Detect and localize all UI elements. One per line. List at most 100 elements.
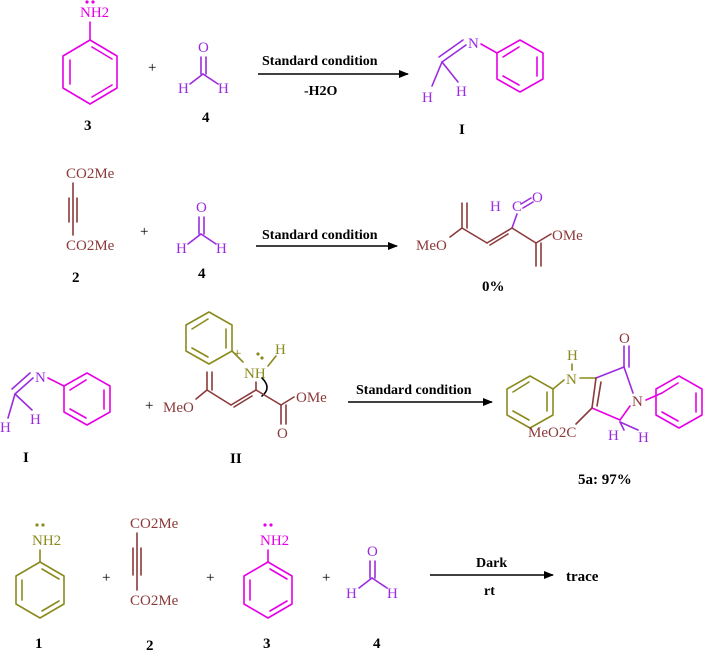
hydrogen-atom: H <box>346 586 357 602</box>
nitrogen-atom: N <box>35 370 46 386</box>
oxygen-atom: O <box>277 426 288 442</box>
yield-label: 0% <box>482 279 505 295</box>
c-o-bond <box>449 227 463 238</box>
benzene-ring <box>62 39 118 105</box>
lone-pair-dot <box>35 523 39 527</box>
c-n-double-bond <box>11 372 31 390</box>
benzene-ring <box>496 39 544 93</box>
row3-arrow: Standard condition <box>348 383 493 406</box>
n-aryl-bond <box>231 350 244 363</box>
row3-intermediate: + NH H MeO O OMe II <box>163 311 327 467</box>
hydrogen-atom: H <box>176 241 187 257</box>
ring-bond <box>619 405 631 421</box>
oxygen-atom: O <box>367 544 378 560</box>
aromatic-bond <box>191 318 209 330</box>
n-aryl-bond <box>480 43 498 54</box>
n-aryl-bond <box>645 392 663 401</box>
reaction-condition: rt <box>484 584 495 599</box>
row4-aniline-3: NH2 3 <box>243 523 293 652</box>
c-c-bond <box>511 227 537 244</box>
aromatic-bond <box>191 347 209 358</box>
c-h-wedge-bond <box>619 421 625 431</box>
row4-arrow: Dark rt trace <box>430 556 599 599</box>
n-h-bond <box>267 355 277 367</box>
c-h-bond <box>202 73 219 85</box>
c-h-bond <box>14 393 33 411</box>
c-o-bond <box>280 396 295 406</box>
hydrogen-atom: H <box>638 430 649 446</box>
aromatic-bond <box>69 408 87 419</box>
benzene-ring <box>15 561 65 619</box>
plus-sign: + <box>148 60 156 76</box>
n-aryl-bond <box>47 377 65 387</box>
compound-label: 3 <box>263 636 271 652</box>
lone-pair-dot <box>85 0 89 4</box>
aromatic-bond <box>512 410 530 421</box>
plus-sign: + <box>145 398 153 414</box>
compound-label: 3 <box>84 118 92 134</box>
ester-group: CO2Me <box>66 238 115 254</box>
c-n-double-bond <box>14 377 34 395</box>
compound-label: 2 <box>72 270 80 286</box>
c-c-bond <box>511 213 518 229</box>
c-c-bond <box>206 389 232 406</box>
row1-imine: N H H I <box>422 36 544 138</box>
c-o-bond <box>195 389 208 400</box>
hydrogen-atom: H <box>216 241 227 257</box>
ester-group: OMe <box>552 228 583 244</box>
row4-formaldehyde: O H H 4 <box>346 544 398 652</box>
aromatic-bond <box>512 381 530 393</box>
compound-label: 4 <box>198 266 206 282</box>
oxygen-atom: O <box>196 200 207 216</box>
carbon-atom: C <box>512 199 522 215</box>
hydrogen-atom: H <box>0 420 11 436</box>
ester-group: CO2Me <box>130 593 179 609</box>
c-o-bond <box>535 233 552 244</box>
hydrogen-atom: H <box>218 81 229 97</box>
benzene-ring <box>185 311 233 365</box>
plus-sign: + <box>206 570 214 586</box>
hydrogen-atom: H <box>608 428 619 444</box>
c-o-double-bond <box>520 197 532 205</box>
lone-pair-dot <box>260 356 264 360</box>
c-h-bond <box>358 577 373 589</box>
aromatic-bond <box>661 411 679 422</box>
aromatic-bond <box>502 75 520 86</box>
compound-label: 4 <box>373 636 381 652</box>
aromatic-bond <box>91 84 113 98</box>
lone-pair-dot <box>256 352 260 356</box>
benzene-ring <box>63 372 111 426</box>
compound-label: I <box>459 122 465 138</box>
oxygen-atom: O <box>619 331 630 347</box>
plus-sign: + <box>140 224 148 240</box>
row2-product: H C O MeO OMe 0% <box>416 190 583 295</box>
row1-aniline: NH2 3 <box>62 0 118 134</box>
ester-group: CO2Me <box>130 516 179 532</box>
amine-group: NH <box>244 366 266 382</box>
hydrogen-atom: H <box>387 586 398 602</box>
hydrogen-atom: H <box>422 90 433 106</box>
oxygen-atom: O <box>198 40 209 56</box>
c-h-bond <box>7 393 16 419</box>
aromatic-bond <box>502 46 520 58</box>
aromatic-bond <box>269 568 288 580</box>
c-h-bond <box>200 233 217 245</box>
ester-group: CO2Me <box>66 166 115 182</box>
plus-sign: + <box>322 570 330 586</box>
benzene-ring <box>243 561 293 619</box>
c-c-double-bond <box>596 381 602 407</box>
nitrogen-atom: N <box>468 36 479 52</box>
n-aryl-bond <box>552 379 565 390</box>
hydrogen-atom: H <box>456 84 467 100</box>
row4-aniline-1: NH2 1 <box>15 523 65 652</box>
lone-pair-dot <box>91 0 95 4</box>
ester-group: OMe <box>296 390 327 406</box>
c-c-double-bond <box>486 227 513 244</box>
ester-group: MeO <box>416 238 447 254</box>
row2-dmad: CO2Me CO2Me 2 <box>66 166 115 286</box>
row3-imine: N H H I <box>0 370 111 466</box>
c-c-double-bond <box>591 377 597 409</box>
hydrogen-atom: H <box>275 342 286 358</box>
lone-pair-dot <box>41 523 45 527</box>
amine-group: NH2 <box>32 533 61 549</box>
